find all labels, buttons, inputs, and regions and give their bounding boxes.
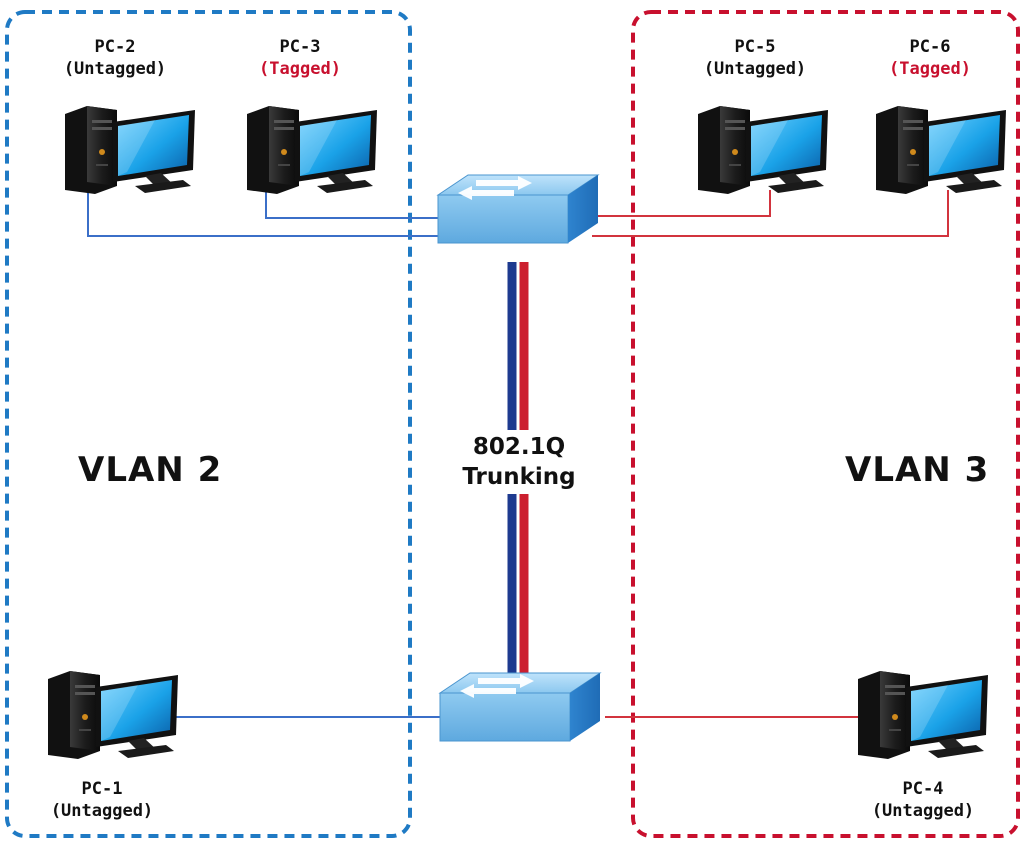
computer-icon	[858, 671, 988, 759]
pc-label: PC-6 (Tagged)	[875, 36, 985, 80]
pc-label: PC-3 (Tagged)	[245, 36, 355, 80]
vlan3-label: VLAN 3	[845, 450, 990, 490]
link-pc3-switch	[265, 190, 440, 219]
pc-mode: (Untagged)	[703, 59, 807, 79]
pc-label: PC-2 (Untagged)	[60, 36, 170, 80]
pc-mode-tagged: (Tagged)	[259, 59, 341, 79]
pc-name: PC-4	[902, 779, 944, 799]
network-switch-icon	[437, 174, 599, 244]
computer-icon	[698, 106, 828, 194]
pc-mode: (Untagged)	[63, 59, 167, 79]
trunk-label: 802.1Q Trunking	[434, 430, 604, 494]
link-pc6-switch	[592, 190, 949, 237]
pc-name: PC-3	[279, 37, 321, 57]
computer-icon	[247, 106, 377, 194]
computer-icon	[876, 106, 1006, 194]
pc-name: PC-5	[734, 37, 776, 57]
pc-name: PC-6	[909, 37, 951, 57]
pc-mode: (Untagged)	[871, 801, 975, 821]
computer-icon	[48, 671, 178, 759]
pc-label: PC-5 (Untagged)	[700, 36, 810, 80]
pc-name: PC-2	[94, 37, 136, 57]
computer-icon	[65, 106, 195, 194]
pc-label: PC-4 (Untagged)	[868, 778, 978, 822]
vlan2-label: VLAN 2	[78, 450, 223, 490]
pc-name: PC-1	[81, 779, 123, 799]
pc-mode: (Untagged)	[50, 801, 154, 821]
network-switch-icon	[439, 672, 601, 742]
pc-mode-tagged: (Tagged)	[889, 59, 971, 79]
link-pc2-switch	[87, 190, 440, 237]
link-pc5-switch	[592, 190, 771, 217]
pc-label: PC-1 (Untagged)	[47, 778, 157, 822]
vlan2-boundary	[5, 10, 412, 838]
trunk-label-line2: Trunking	[462, 464, 576, 490]
vlan3-boundary	[631, 10, 1020, 838]
trunk-label-line1: 802.1Q	[472, 434, 566, 460]
